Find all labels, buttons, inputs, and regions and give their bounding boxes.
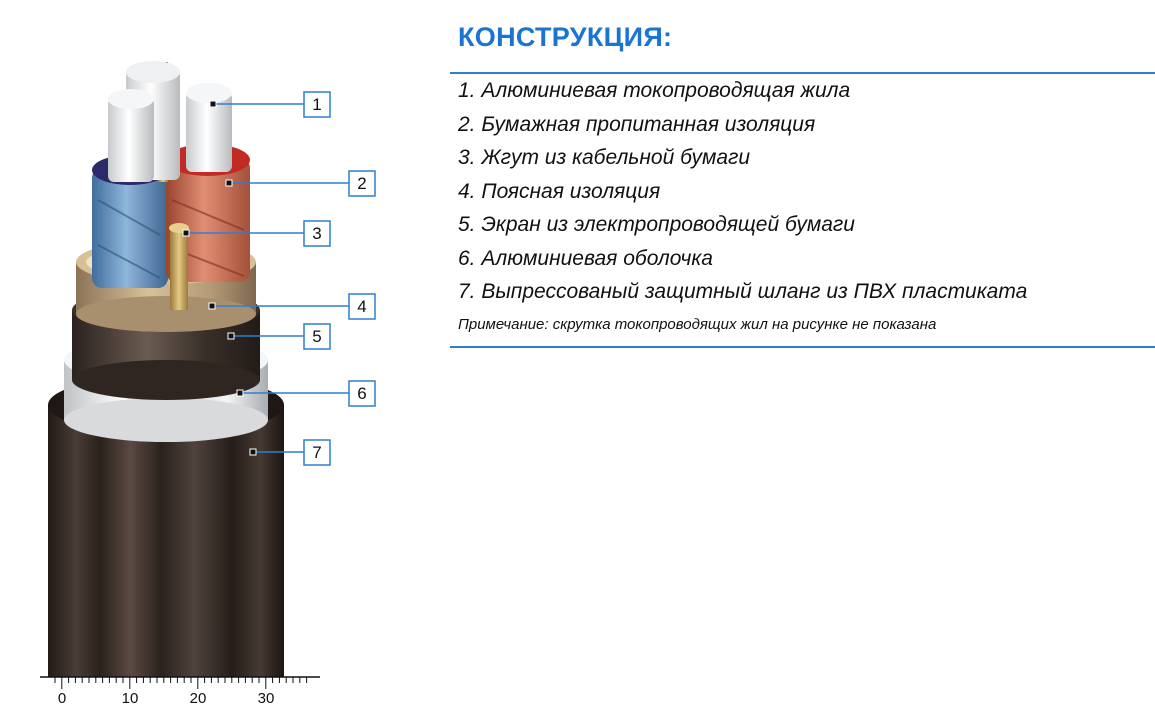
svg-text:1: 1 (312, 95, 321, 114)
svg-text:3: 3 (312, 224, 321, 243)
scale-label-20: 20 (190, 690, 207, 707)
section-title: КОНСТРУКЦИЯ: (458, 22, 672, 53)
list-item-2: 2. Бумажная пропитанная изоляция (458, 111, 1027, 145)
callout-3: 3 (304, 221, 330, 246)
construction-list: 1. Алюминиевая токопроводящая жила 2. Бу… (458, 77, 1027, 312)
svg-text:5: 5 (312, 327, 321, 346)
bottom-divider (450, 346, 1155, 348)
svg-text:7: 7 (312, 443, 321, 462)
callout-1: 1 (304, 92, 330, 117)
list-item-4: 4. Поясная изоляция (458, 178, 1027, 212)
note-text: Примечание: скрутка токопроводящих жил н… (458, 316, 936, 333)
svg-text:2: 2 (357, 174, 366, 193)
list-item-7: 7. Выпрессованый защитный шланг из ПВХ п… (458, 278, 1027, 312)
callout-5: 5 (304, 324, 330, 349)
scale-label-30: 30 (258, 690, 275, 707)
scale-label-0: 0 (58, 690, 66, 707)
callout-2: 2 (349, 171, 375, 196)
list-item-1: 1. Алюминиевая токопроводящая жила (458, 77, 1027, 111)
title-divider (450, 72, 1155, 74)
callout-6: 6 (349, 381, 375, 406)
list-item-3: 3. Жгут из кабельной бумаги (458, 144, 1027, 178)
callout-4: 4 (349, 294, 375, 319)
cable-cross-section-diagram: 1 2 3 4 5 6 7 0 10 20 30 (0, 0, 440, 720)
scale-ticks (55, 677, 307, 689)
svg-text:6: 6 (357, 384, 366, 403)
svg-text:4: 4 (357, 297, 366, 316)
list-item-6: 6. Алюминиевая оболочка (458, 245, 1027, 279)
list-item-5: 5. Экран из электропроводящей бумаги (458, 211, 1027, 245)
aluminium-conductors (108, 61, 232, 182)
scale-ruler: 0 10 20 30 (40, 677, 320, 707)
scale-label-10: 10 (122, 690, 139, 707)
callout-7: 7 (304, 440, 330, 465)
